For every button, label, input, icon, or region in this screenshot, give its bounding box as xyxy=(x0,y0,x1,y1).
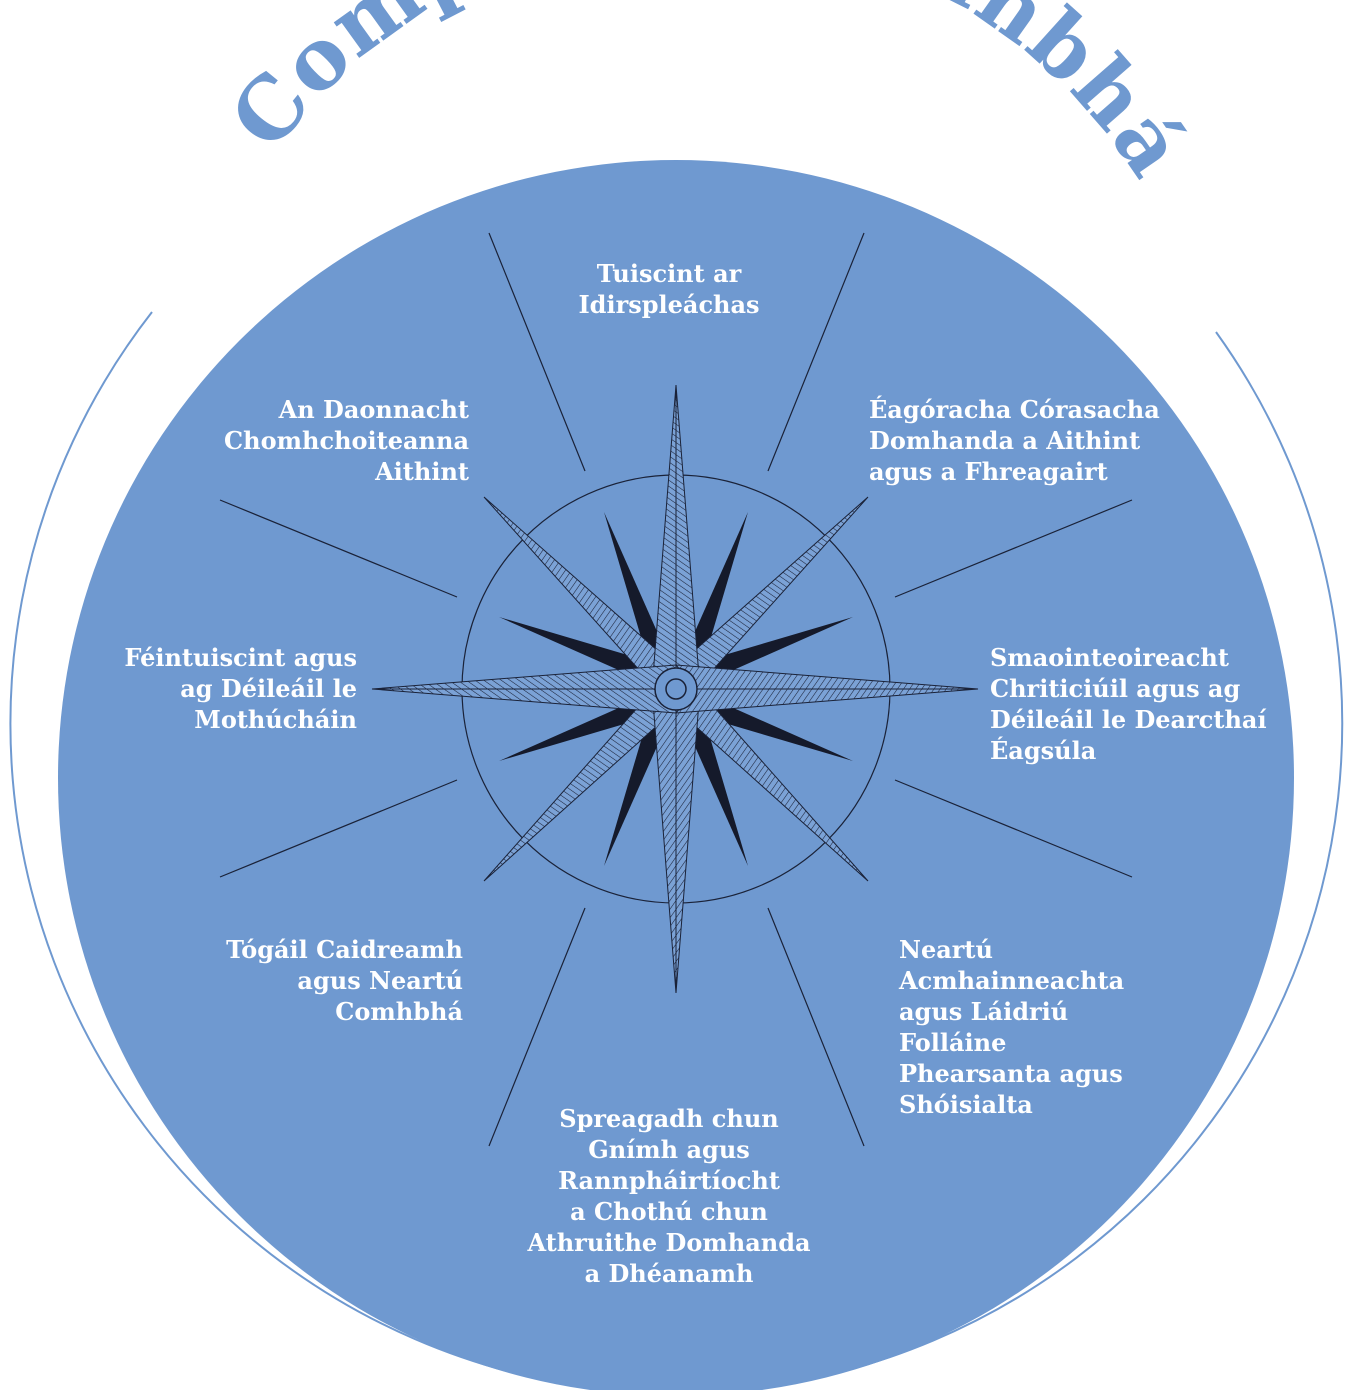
separator-line xyxy=(767,232,865,472)
separator-line xyxy=(488,232,586,472)
label-line: Comhbhá xyxy=(335,997,463,1026)
dark-point xyxy=(604,512,671,671)
separator-line xyxy=(219,779,458,878)
label-line: Acmhainneachta xyxy=(899,966,1125,995)
separator-line xyxy=(488,907,586,1147)
label-line: agus Neartú xyxy=(297,966,463,995)
label-line: Gnímh agus xyxy=(588,1135,750,1164)
dark-point xyxy=(681,512,748,671)
label-line: Tógáil Caidreamh xyxy=(226,935,463,964)
dark-point xyxy=(694,617,853,684)
diagonal-compass-points xyxy=(483,496,869,882)
label-line: agus a Fhreagairt xyxy=(869,457,1108,486)
label-line: Folláine xyxy=(899,1028,1007,1057)
label-line: ag Déileáil le xyxy=(180,674,357,703)
cardinal-compass-points xyxy=(371,384,979,994)
compass-hub-inner xyxy=(665,678,687,700)
separator-lines xyxy=(219,232,1133,1147)
label-line: Féintuiscint agus xyxy=(124,643,357,672)
label-line: Idirspleáchas xyxy=(578,290,760,319)
label-line: Aithint xyxy=(375,457,469,486)
label-line: Phearsanta agus xyxy=(899,1059,1123,1088)
label-line: a Chothú chun xyxy=(570,1197,768,1226)
label-line: Rannpháirtíocht xyxy=(558,1166,780,1195)
label-line: Chomhchoiteanna xyxy=(224,426,469,455)
label-line: Mothúcháin xyxy=(194,705,357,734)
label-line: Déileáil le Dearcthaí xyxy=(990,705,1267,734)
dark-point xyxy=(499,617,658,684)
dark-point xyxy=(694,694,853,761)
dark-point xyxy=(499,694,658,761)
separator-line xyxy=(219,499,458,598)
label-line: agus Láidriú xyxy=(899,997,1069,1026)
dark-compass-points xyxy=(499,512,853,866)
label-line: Spreagadh chun xyxy=(559,1104,779,1133)
label-line: Shóisialta xyxy=(899,1090,1033,1119)
label-line: Éagsúla xyxy=(990,736,1097,765)
label-line: a Dhéanamh xyxy=(584,1259,754,1288)
dark-point xyxy=(681,707,748,866)
separator-line xyxy=(767,907,865,1147)
outer-ring-left xyxy=(9,311,561,1384)
label-line: Chriticiúil agus ag xyxy=(990,674,1241,703)
label-line: Domhanda a Aithint xyxy=(869,426,1141,455)
separator-line xyxy=(894,779,1133,878)
separator-line xyxy=(894,499,1133,598)
outer-ring-right xyxy=(789,331,1344,1384)
label-line: An Daonnacht xyxy=(278,395,469,424)
compass-hub xyxy=(654,667,698,711)
dark-point xyxy=(604,707,671,866)
label-line: Athruithe Domhanda xyxy=(527,1228,811,1257)
label-line: Tuiscint ar xyxy=(596,259,742,288)
label-line: Neartú xyxy=(899,935,993,964)
label-line: Éagóracha Córasacha xyxy=(869,395,1160,424)
label-line: Smaointeoireacht xyxy=(990,643,1229,672)
